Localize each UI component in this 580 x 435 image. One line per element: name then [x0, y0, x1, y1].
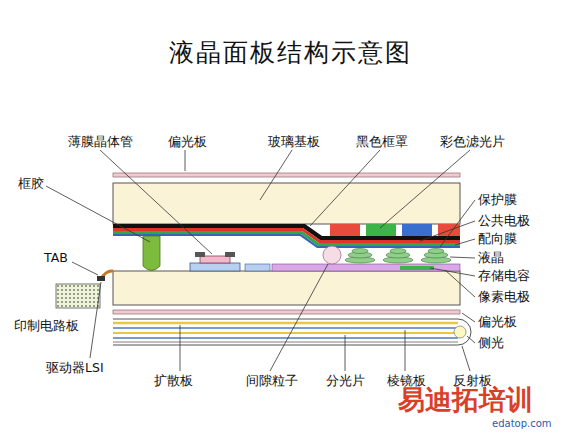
top-polarizer: [113, 173, 460, 177]
part-label: 彩色滤光片: [440, 134, 505, 149]
part-label: 分光片: [326, 373, 365, 388]
driver-lsi: [97, 276, 105, 281]
watermark: edatop.com: [492, 418, 552, 430]
color-filter-green: [366, 224, 396, 236]
storage-capacitor: [400, 266, 434, 270]
part-label: 偏光板: [478, 314, 517, 329]
light-guide: [113, 337, 458, 339]
splitter: [113, 332, 458, 334]
pixel-electrode: [272, 264, 460, 271]
tft-gate: [190, 263, 240, 271]
color-filter-blue: [402, 224, 432, 236]
part-label: 保护膜: [478, 192, 517, 207]
pcb: [56, 284, 100, 308]
part-label: 扩散板: [154, 373, 193, 388]
bottom-polarizer: [113, 310, 460, 314]
part-label: 框胶: [18, 176, 44, 191]
part-label: 玻璃基板: [268, 134, 320, 149]
protective-film: [113, 234, 460, 248]
part-label: 侧光: [478, 335, 504, 350]
part-label: 偏光板: [168, 134, 207, 149]
reflector: [113, 319, 471, 345]
part-label: TAB: [44, 250, 68, 265]
part-label: 液晶: [478, 250, 504, 265]
spacer: [323, 246, 341, 264]
prism-sheet: [113, 327, 458, 329]
part-label: 印制电路板: [14, 318, 79, 333]
color-filter-red: [438, 224, 460, 236]
part-label: 像素电极: [478, 289, 530, 304]
part-label: 存储电容: [478, 268, 530, 283]
part-label: 薄膜晶体管: [68, 134, 133, 149]
diagram-title: 液晶面板结构示意图: [0, 36, 580, 69]
part-label: 驱动器LSI: [46, 360, 104, 375]
liquid-crystal: [345, 249, 451, 264]
tft-drain: [225, 252, 235, 257]
seal: [143, 236, 160, 271]
bus-line: [245, 264, 270, 271]
tft-channel: [200, 256, 230, 263]
part-label: 间隙粒子: [246, 373, 298, 388]
part-label: 配向膜: [478, 231, 517, 246]
color-filter-red: [330, 224, 360, 236]
leader-lines: [46, 150, 475, 371]
part-label: 公共电极: [478, 213, 530, 228]
bottom-glass: [113, 271, 460, 305]
part-label: 黑色框罩: [356, 134, 408, 149]
tft-source: [195, 252, 205, 257]
side-lamp: [454, 326, 466, 338]
diffuser: [113, 322, 458, 325]
watermark: 易迪拓培训: [398, 384, 533, 416]
